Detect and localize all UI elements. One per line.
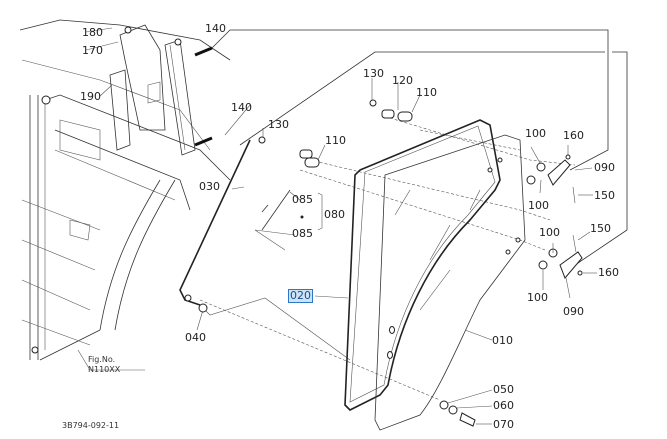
callout-110-lower[interactable]: 110	[325, 134, 346, 147]
callout-030[interactable]: 030	[199, 180, 220, 193]
callout-180[interactable]: 180	[82, 26, 103, 39]
hinge-hardware	[77, 99, 597, 427]
callout-150-a[interactable]: 150	[594, 189, 615, 202]
callout-170[interactable]: 170	[82, 44, 103, 57]
callout-140-lower[interactable]: 140	[231, 101, 252, 114]
figure-number: N110XX	[88, 365, 121, 374]
callout-020-selected[interactable]: 020	[288, 289, 313, 303]
figure-reference: Fig.No. N110XX	[88, 355, 120, 375]
callout-130-top[interactable]: 130	[363, 67, 384, 80]
cabin-frame-drawing	[19, 19, 231, 361]
callout-130-lower[interactable]: 130	[268, 118, 289, 131]
callout-100-a[interactable]: 100	[525, 127, 546, 140]
callout-100-b[interactable]: 100	[528, 199, 549, 212]
callout-120[interactable]: 120	[392, 74, 413, 87]
callout-110-top[interactable]: 110	[416, 86, 437, 99]
callout-010[interactable]: 010	[492, 334, 513, 347]
callout-140-top[interactable]: 140	[205, 22, 226, 35]
drawing-code: 3B794-092-11	[62, 421, 120, 430]
callout-190[interactable]: 190	[80, 90, 101, 103]
leader-lines	[85, 27, 628, 401]
figure-label: Fig.No.	[88, 355, 116, 364]
callout-100-d[interactable]: 100	[527, 291, 548, 304]
callout-080[interactable]: 080	[324, 208, 345, 221]
callout-070[interactable]: 070	[493, 418, 514, 431]
callout-090-b[interactable]: 090	[563, 305, 584, 318]
callout-100-c[interactable]: 100	[539, 226, 560, 239]
callout-085-upper[interactable]: 085	[292, 193, 313, 206]
callout-090-a[interactable]: 090	[594, 161, 615, 174]
callout-150-b[interactable]: 150	[590, 222, 611, 235]
callout-060[interactable]: 060	[493, 399, 514, 412]
door-glass-010	[374, 134, 526, 431]
callout-050[interactable]: 050	[493, 383, 514, 396]
callout-085-lower[interactable]: 085	[292, 227, 313, 240]
callout-160-b[interactable]: 160	[598, 266, 619, 279]
door-seal-020	[344, 119, 501, 411]
callout-040[interactable]: 040	[185, 331, 206, 344]
callout-160-a[interactable]: 160	[563, 129, 584, 142]
